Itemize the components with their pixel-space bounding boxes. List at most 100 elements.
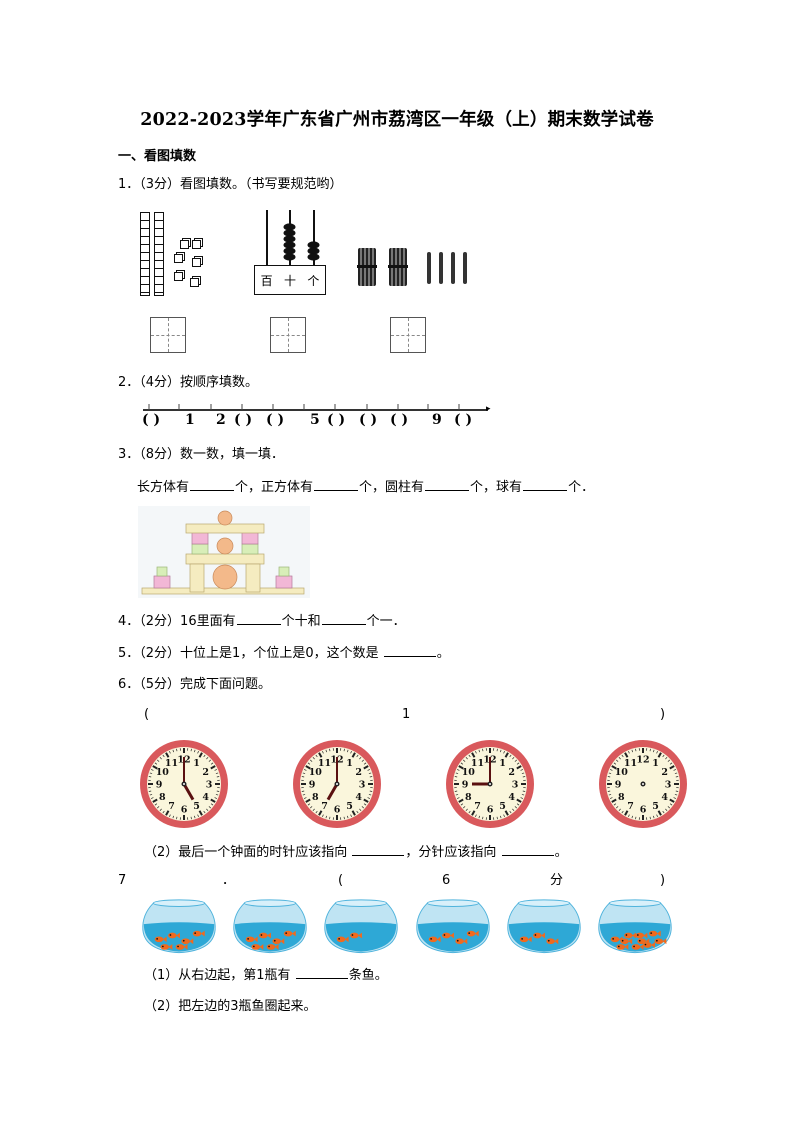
svg-text:5: 5	[193, 801, 200, 812]
fish-icon	[160, 944, 173, 950]
fish-icon	[272, 938, 285, 945]
svg-text:12: 12	[636, 755, 649, 766]
arrow-icon: ▸	[486, 404, 491, 414]
svg-text:2: 2	[202, 767, 209, 778]
nl-number: 1	[185, 412, 195, 428]
nl-blank[interactable]: ( )	[390, 412, 409, 428]
nl-number: 5	[310, 412, 320, 428]
svg-text:2: 2	[355, 767, 362, 778]
tens-blank[interactable]	[236, 612, 281, 625]
svg-text:1: 1	[193, 758, 200, 769]
nl-number: 9	[432, 412, 442, 428]
fish-icon	[546, 938, 559, 945]
place-tens: 十	[283, 273, 296, 288]
svg-text:1: 1	[346, 758, 353, 769]
question-7-part-1: （1）从右边起，第1瓶有 条鱼。	[144, 966, 388, 983]
nl-blank[interactable]: ( )	[266, 412, 285, 428]
nl-blank[interactable]: ( )	[454, 412, 473, 428]
fish-icon	[283, 930, 296, 937]
fish-icon	[654, 938, 667, 945]
answer-box-3[interactable]	[390, 317, 426, 353]
number-blank[interactable]	[383, 644, 436, 657]
unit-cube	[192, 240, 201, 249]
fish-icon	[635, 932, 648, 939]
svg-text:3: 3	[665, 780, 672, 791]
unit-cube	[174, 272, 183, 281]
fish-icon	[428, 936, 441, 943]
unit-cube	[190, 278, 199, 287]
cube-count-blank[interactable]	[314, 478, 359, 491]
svg-text:10: 10	[462, 767, 476, 778]
building-blocks-figure	[138, 506, 310, 598]
fish-icon	[168, 932, 180, 939]
sphere-count-blank[interactable]	[523, 478, 568, 491]
fish-icon	[350, 932, 362, 939]
q6-fragment-num: 1	[402, 707, 411, 722]
question-6-part-2: （2）最后一个钟面的时针应该指向 ，分针应该指向 。	[144, 843, 568, 860]
answer-box-1[interactable]	[150, 317, 186, 353]
svg-text:2: 2	[508, 767, 515, 778]
svg-text:7: 7	[321, 801, 328, 812]
svg-text:10: 10	[309, 767, 323, 778]
ones-blank[interactable]	[321, 612, 366, 625]
svg-text:9: 9	[615, 780, 622, 791]
fish-icon	[533, 932, 545, 939]
single-stick	[427, 252, 431, 284]
fish-icon	[616, 944, 629, 950]
fishbowl-icon	[142, 899, 216, 954]
cuboid-count-blank[interactable]	[190, 478, 235, 491]
fish-icon	[643, 942, 655, 948]
fish-count-blank[interactable]	[295, 966, 348, 979]
fish-icon	[455, 938, 468, 945]
svg-text:5: 5	[346, 801, 353, 812]
q6-fragment-close: )	[660, 707, 666, 722]
fishbowl-icon	[507, 899, 581, 954]
abacus-rod-ones	[313, 210, 315, 266]
fishbowl-icon	[324, 899, 398, 954]
ten-rod	[140, 212, 150, 296]
svg-text:6: 6	[181, 805, 188, 816]
svg-text:9: 9	[462, 780, 469, 791]
section-heading: 一、看图填数	[118, 149, 197, 164]
nl-blank[interactable]: ( )	[234, 412, 253, 428]
svg-text:10: 10	[615, 767, 629, 778]
fishbowl-icon	[598, 899, 672, 954]
hour-hand-blank[interactable]	[352, 843, 405, 856]
question-5: 5．（2分）十位上是1，个位上是0，这个数是 。	[118, 644, 450, 661]
fish-icon	[624, 932, 636, 939]
abacus-figure: 百 十 个	[254, 210, 326, 296]
fish-icon	[620, 938, 633, 945]
single-stick	[439, 252, 443, 284]
unit-cube	[174, 254, 183, 263]
fish-icon	[259, 932, 271, 939]
abacus-rod-hundreds	[266, 210, 268, 266]
answer-box-2[interactable]	[270, 317, 306, 353]
svg-text:7: 7	[168, 801, 175, 812]
fish-icon	[192, 930, 205, 937]
question-3-prompt: 长方体有个，正方体有个，圆柱有个，球有个．	[137, 478, 595, 495]
fish-icon	[245, 936, 258, 943]
svg-text:1: 1	[499, 758, 506, 769]
fish-icon	[519, 936, 532, 943]
fishbowl-icon	[233, 899, 307, 954]
number-line-labels: ( ) 1 2 ( ) ( ) 5 ( ) ( ) ( ) 9 ( )	[142, 412, 492, 430]
nl-blank[interactable]: ( )	[359, 412, 378, 428]
svg-text:8: 8	[312, 792, 319, 803]
unit-cube	[192, 258, 201, 267]
svg-text:5: 5	[499, 801, 506, 812]
question-7-part-2: （2）把左边的3瓶鱼圈起来。	[144, 999, 317, 1014]
minute-hand-blank[interactable]	[501, 843, 554, 856]
nl-blank[interactable]: ( )	[142, 412, 161, 428]
svg-text:6: 6	[640, 805, 647, 816]
svg-text:2: 2	[661, 767, 668, 778]
q7-fragment: 分	[550, 873, 564, 888]
q7-fragment: (	[338, 873, 344, 888]
number-line	[143, 409, 488, 411]
q6-fragment-open: (	[144, 707, 150, 722]
question-1-label: 1．（3分）看图填数。（书写要规范哟）	[118, 177, 343, 192]
nl-blank[interactable]: ( )	[327, 412, 346, 428]
cylinder-count-blank[interactable]	[425, 478, 470, 491]
svg-text:11: 11	[318, 758, 331, 769]
